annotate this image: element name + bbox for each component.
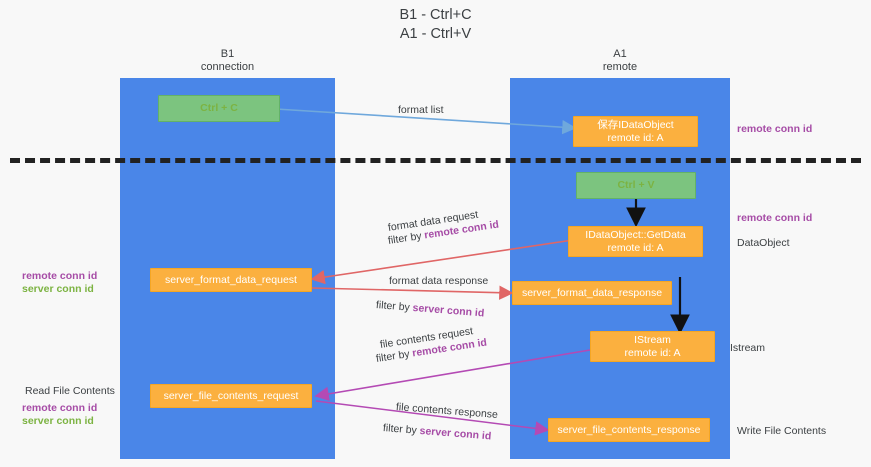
node-ctrl-v-label: Ctrl + V [617,179,655,191]
annotation-left-bottom-remote-conn-id: remote conn id [22,402,98,414]
node-server-file-contents-response[interactable]: server_file_contents_response [548,418,710,442]
node-server-format-data-request[interactable]: server_format_data_request [150,268,312,292]
lane-header-b1-name: B1 [220,48,235,60]
title-line-2: A1 - Ctrl+V [399,26,472,42]
annotation-istream: Istream [730,342,766,354]
annotation-read-file-contents: Read File Contents [25,385,115,397]
lane-header-b1: B1 connection [120,48,335,74]
lane-header-b1-sub: connection [200,61,255,73]
node-save-idataobject-title: 保存IDataObject [597,118,674,131]
node-ctrl-c-label: Ctrl + C [200,102,238,114]
node-server-file-contents-request[interactable]: server_file_contents_request [150,384,312,408]
node-server-format-data-request-label: server_format_data_request [165,273,297,286]
phase-divider [10,158,861,163]
annotation-left-server-conn-id: server conn id [22,283,94,295]
edge-label-format-list: format list [398,104,444,116]
lane-header-a1-sub: remote [602,61,638,73]
filter-prefix: filter by [387,229,426,247]
node-server-file-contents-request-label: server_file_contents_request [163,389,299,402]
node-getdata-sub: remote id: A [607,241,664,254]
filter-key-server-conn-id: server conn id [419,424,492,443]
node-save-idataobject-sub: remote id: A [607,131,664,144]
annotation-right-mid-remote-conn-id: remote conn id [737,212,813,224]
diagram-title: B1 - Ctrl+C A1 - Ctrl+V [0,6,871,44]
node-istream-title: IStream [634,333,671,346]
node-server-file-contents-response-label: server_file_contents_response [557,423,701,436]
node-ctrl-c[interactable]: Ctrl + C [158,95,280,122]
node-istream[interactable]: IStream remote id: A [590,331,715,362]
node-ctrl-v[interactable]: Ctrl + V [576,172,696,199]
filter-prefix: filter by [375,347,414,365]
node-getdata-title: IDataObject::GetData [585,228,686,241]
edge-label-format-data-response-filter: filter by server conn id [375,298,485,320]
node-idataobject-getdata[interactable]: IDataObject::GetData remote id: A [568,226,703,257]
filter-prefix: filter by [382,422,421,437]
annotation-left-remote-conn-id: remote conn id [22,270,98,282]
annotation-right-top-remote-conn-id: remote conn id [737,123,813,135]
node-save-idataobject[interactable]: 保存IDataObject remote id: A [573,116,698,147]
lane-header-a1-name: A1 [613,48,627,60]
annotation-left-bottom-server-conn-id: server conn id [22,415,94,427]
title-line-1: B1 - Ctrl+C [399,7,472,23]
filter-key-server-conn-id: server conn id [412,301,485,320]
node-server-format-data-response[interactable]: server_format_data_response [512,281,672,305]
edge-label-file-contents-response: file contents response [395,401,499,421]
edge-label-file-contents-response-filter: filter by server conn id [382,421,492,443]
lane-header-a1: A1 remote [510,48,730,74]
filter-prefix: filter by [375,299,414,314]
annotation-dataobject: DataObject [737,237,790,249]
annotation-write-file-contents: Write File Contents [737,425,827,437]
edge-label-format-data-response: format data response [389,275,489,287]
edge-format-data-response [311,285,514,300]
node-server-format-data-response-label: server_format_data_response [521,286,663,299]
node-istream-sub: remote id: A [624,346,681,359]
